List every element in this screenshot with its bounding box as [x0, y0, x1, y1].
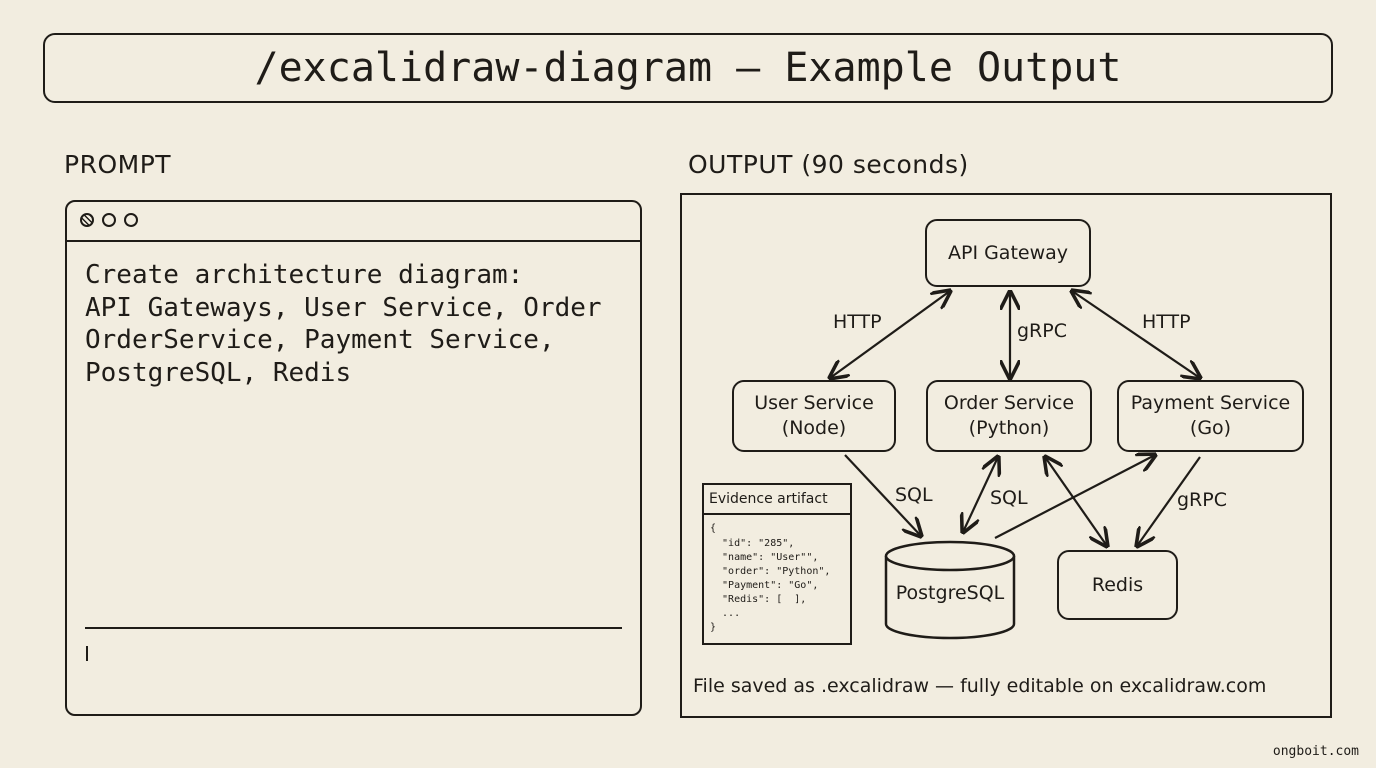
file-saved-note: File saved as .excalidraw — fully editab…	[693, 675, 1267, 697]
window-maximize-icon[interactable]	[124, 213, 138, 227]
payment-service-label: Payment Service	[1130, 392, 1291, 414]
edge-label-http-right: HTTP	[1142, 311, 1191, 333]
edge-label-sql-order: SQL	[990, 487, 1028, 509]
edge-payment-redis	[1137, 456, 1201, 546]
window-minimize-icon[interactable]	[102, 213, 116, 227]
evidence-json-line: {	[710, 523, 717, 534]
postgres-cylinder	[884, 540, 1016, 640]
edge-gateway-payment	[1072, 291, 1200, 378]
input-divider	[85, 627, 622, 629]
postgres-label[interactable]: PostgreSQL	[895, 582, 1005, 604]
evidence-json-line: "Payment": "Go",	[710, 580, 819, 591]
redis-node[interactable]: Redis	[1057, 550, 1178, 620]
output-section-label: OUTPUT (90 seconds)	[688, 150, 969, 179]
edge-order-postgres	[963, 457, 998, 532]
evidence-json-line: "order": "Python",	[710, 566, 831, 577]
order-service-label: Order Service	[943, 392, 1075, 414]
watermark: ongboit.com	[1272, 744, 1359, 759]
evidence-json-line: "name": "User"",	[710, 552, 819, 563]
api-gateway-node[interactable]: API Gateway	[925, 219, 1091, 287]
edge-gateway-user	[830, 291, 950, 378]
payment-service-node[interactable]: Payment Service (Go)	[1117, 380, 1304, 452]
prompt-window: Create architecture diagram: API Gateway…	[65, 200, 642, 716]
page-title: /excalidraw-diagram — Example Output	[43, 33, 1333, 103]
evidence-json-line: "id": "285",	[710, 538, 795, 549]
window-title-bar	[67, 202, 640, 242]
redis-label: Redis	[1091, 573, 1144, 596]
edge-order-redis	[1045, 457, 1107, 546]
user-service-runtime: (Node)	[781, 417, 847, 439]
evidence-json-line: ...	[710, 608, 741, 619]
evidence-json-line: "Redis": [ ],	[710, 594, 807, 605]
edge-payment-postgres	[994, 455, 1155, 539]
prompt-input-caret[interactable]	[86, 646, 88, 661]
edge-label-sql-user: SQL	[895, 484, 933, 506]
prompt-text-line: PostgreSQL, Redis	[85, 358, 352, 388]
edge-label-http-left: HTTP	[833, 311, 882, 333]
edge-label-grpc-center: gRPC	[1017, 320, 1067, 342]
edge-user-postgres	[844, 454, 921, 536]
order-service-node[interactable]: Order Service (Python)	[926, 380, 1092, 452]
evidence-artifact-card: Evidence artifact { "id": "285", "name":…	[702, 483, 852, 645]
prompt-section-label: PROMPT	[64, 150, 172, 179]
evidence-json-line: }	[710, 622, 717, 633]
user-service-label: User Service	[754, 392, 874, 414]
evidence-artifact-title: Evidence artifact	[704, 485, 850, 515]
order-service-runtime: (Python)	[968, 417, 1050, 439]
prompt-text-line: Create architecture diagram:	[85, 260, 524, 290]
user-service-node[interactable]: User Service (Node)	[732, 380, 896, 452]
prompt-text-line: API Gateways, User Service, Order	[85, 293, 602, 323]
api-gateway-label: API Gateway	[947, 241, 1069, 264]
window-close-icon[interactable]	[80, 213, 94, 227]
prompt-text-line: OrderService, Payment Service,	[85, 325, 555, 355]
payment-service-runtime: (Go)	[1189, 417, 1232, 439]
output-panel	[680, 193, 1332, 718]
edge-label-grpc-payment: gRPC	[1177, 489, 1227, 511]
